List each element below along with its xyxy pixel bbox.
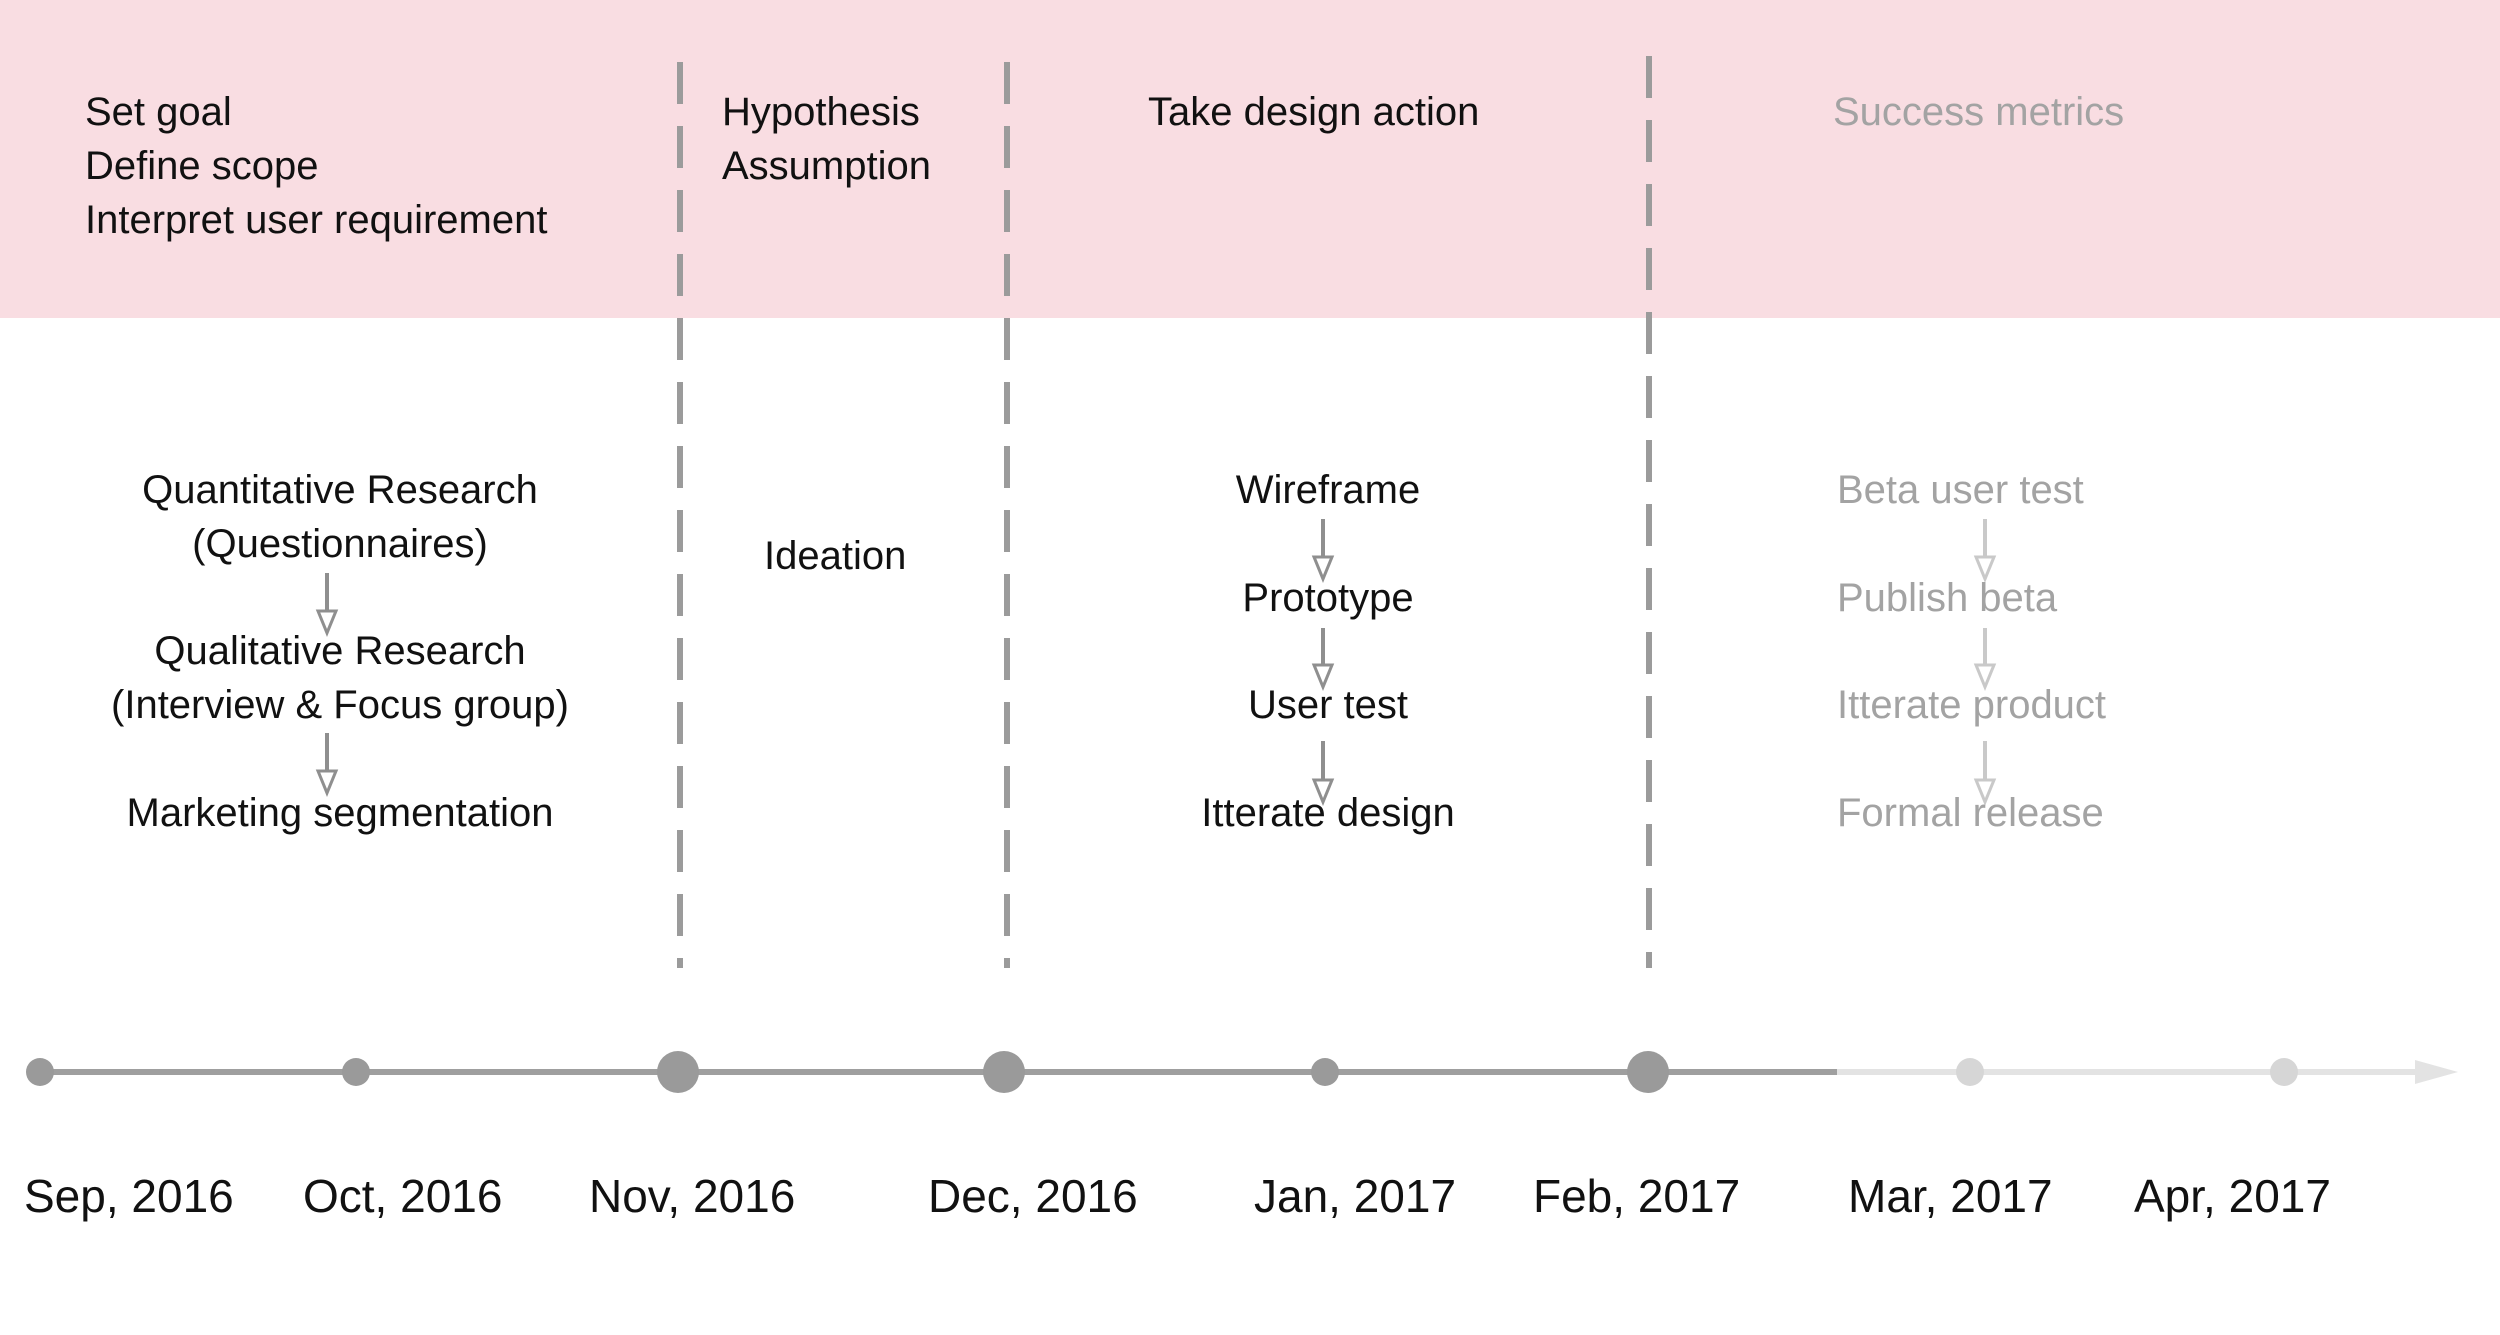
phase-line: Interpret user requirement	[85, 198, 548, 242]
month-label-apr-2017: Apr, 2017	[2134, 1170, 2331, 1222]
phase-header-band	[0, 0, 2500, 318]
phase-line: Hypothesis	[722, 90, 920, 134]
phase-line: Take design action	[1148, 90, 1480, 134]
design-step-user-test: User test	[1247, 683, 1409, 727]
month-label-dec-2016: Dec, 2016	[928, 1170, 1138, 1222]
ideation-label: Ideation	[764, 534, 907, 578]
design-step-iterate: Itterate design	[1201, 791, 1455, 835]
flow-arrow	[1311, 628, 1335, 691]
step-line: (Interview & Focus group)	[111, 683, 569, 727]
release-step-beta-test: Beta user test	[1837, 468, 2084, 512]
timeline-arrowhead	[2415, 1060, 2458, 1084]
step-line: Qualitative Research	[154, 629, 526, 673]
month-label-jan-2017: Jan, 2017	[1254, 1170, 1457, 1222]
month-label-oct-2016: Oct, 2016	[303, 1170, 503, 1222]
month-label-nov-2016: Nov, 2016	[589, 1170, 796, 1222]
step-line: Quantitative Research	[142, 468, 538, 512]
month-label-mar-2017: Mar, 2017	[1848, 1170, 2053, 1222]
phase-line: Success metrics	[1833, 90, 2125, 134]
phase-line: Define scope	[85, 144, 319, 188]
flow-arrow	[1311, 741, 1335, 806]
flow-arrow	[315, 733, 339, 797]
flow-arrow	[1973, 519, 1997, 583]
timeline-node-oct-2016	[342, 1058, 370, 1086]
step-line: Marketing segmentation	[126, 791, 554, 835]
release-step-publish-beta: Publish beta	[1837, 576, 2058, 620]
research-step-quantitative: Quantitative Research (Questionnaires)	[40, 463, 640, 571]
phase-line: Set goal	[85, 90, 232, 134]
phase-design-action: Take design action	[1148, 85, 1479, 139]
step-line: (Questionnaires)	[192, 522, 488, 566]
phase-line: Assumption	[722, 144, 931, 188]
timeline-milestone-nov-2016	[657, 1051, 699, 1093]
research-step-segmentation: Marketing segmentation	[40, 786, 640, 840]
phase-success-metrics: Success metrics	[1833, 85, 2124, 139]
design-step-prototype: Prototype	[1242, 576, 1414, 620]
timeline-milestone-feb-2017	[1627, 1051, 1669, 1093]
timeline-node-jan-2017	[1311, 1058, 1339, 1086]
phase-definition: Set goal Define scope Interpret user req…	[85, 85, 547, 247]
flow-arrow	[1311, 519, 1335, 583]
phase-hypothesis: Hypothesis Assumption	[722, 85, 931, 193]
flow-arrow	[1973, 628, 1997, 691]
timeline-milestone-dec-2016	[983, 1051, 1025, 1093]
timeline-node-apr-2017	[2270, 1058, 2298, 1086]
design-step-wireframe: Wireframe	[1235, 468, 1421, 512]
release-step-formal-release: Formal release	[1837, 791, 2104, 835]
month-label-feb-2017: Feb, 2017	[1533, 1170, 1741, 1222]
month-label-sep-2016: Sep, 2016	[24, 1170, 234, 1222]
flow-arrow	[315, 573, 339, 637]
flow-arrow	[1973, 741, 1997, 806]
research-step-qualitative: Qualitative Research (Interview & Focus …	[40, 624, 640, 732]
timeline-node-sep-2016	[26, 1058, 54, 1086]
release-step-iterate-product: Itterate product	[1837, 683, 2107, 727]
timeline-node-mar-2017	[1956, 1058, 1984, 1086]
